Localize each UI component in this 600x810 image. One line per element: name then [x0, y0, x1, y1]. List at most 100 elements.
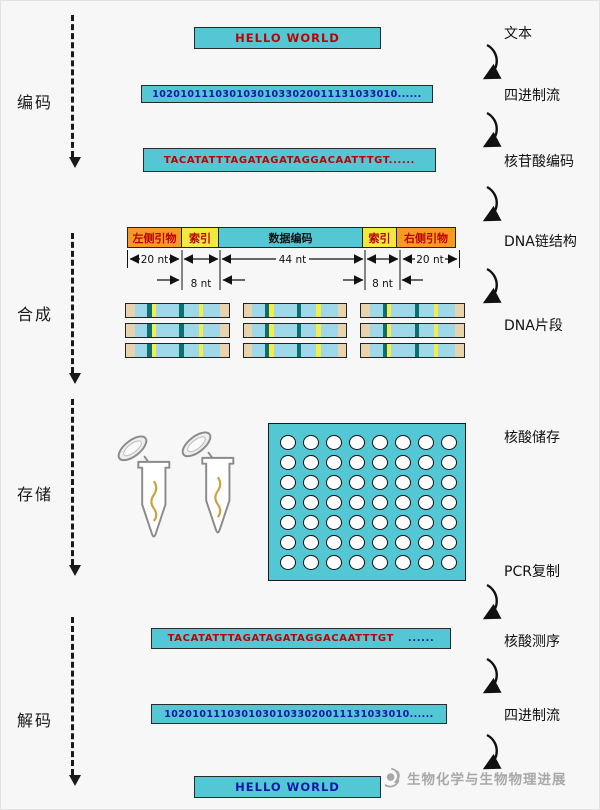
curved-arrow-icon	[483, 111, 502, 148]
plate-well	[349, 555, 365, 570]
plate-well	[326, 495, 342, 510]
plate-well	[395, 475, 411, 490]
dna-fragment-bar	[360, 323, 465, 338]
label-nucleic-storage: 核酸储存	[504, 430, 560, 446]
flow-arrow-decoding	[69, 617, 81, 786]
plate-well	[418, 475, 434, 490]
plate-well	[280, 495, 296, 510]
plate-well	[303, 515, 319, 530]
quaternary-stream-box-top: 10201011103010301033020011131033010.....…	[141, 85, 433, 103]
flow-arrow-synthesis	[69, 233, 81, 384]
plate-well	[372, 495, 388, 510]
well-plate	[268, 423, 466, 581]
plate-well	[418, 455, 434, 470]
plate-well	[372, 455, 388, 470]
strand-right-primer: 右侧引物	[396, 227, 456, 248]
curved-arrow-icon	[483, 267, 502, 304]
quaternary-stream-box-bottom: 10201011103010301033020011131033010.....…	[151, 704, 447, 724]
plate-well	[395, 515, 411, 530]
label-dna-structure: DNA链结构	[504, 234, 577, 250]
flow-arrow-encoding	[69, 15, 81, 168]
plate-well	[326, 535, 342, 550]
dna-strand-structure: 左侧引物 索引 数据编码 索引 右侧引物	[127, 227, 460, 248]
dna-fragment-bar	[242, 303, 348, 318]
dna-fragment-bar	[125, 343, 230, 358]
plate-well	[372, 475, 388, 490]
plate-well	[418, 555, 434, 570]
dna-fragments	[125, 303, 465, 358]
plate-well	[441, 475, 457, 490]
strand-data-payload: 数据编码	[218, 227, 363, 248]
len-left-primer: 20 nt	[141, 254, 168, 266]
stage-label-synthesis: 合成	[17, 305, 54, 324]
plate-well	[326, 555, 342, 570]
plate-well	[280, 455, 296, 470]
plate-well	[326, 455, 342, 470]
plate-well	[280, 475, 296, 490]
microtube-icon	[113, 430, 171, 538]
text-box-bottom: HELLO WORLD	[194, 776, 381, 798]
plate-well	[441, 555, 457, 570]
stage-label-encoding: 编码	[17, 93, 54, 112]
len-data: 44 nt	[279, 254, 306, 266]
sequencing-result-box: TACATATTTAGATAGATAGGACAATTTGT ......	[151, 628, 451, 649]
flow-arrow-storage	[69, 399, 81, 576]
strand-length-ruler: 20 nt 44 nt 20 nt 8 nt 8 nt	[127, 250, 460, 290]
sequencing-read-dots: ......	[407, 633, 435, 644]
dna-fragment-bar	[125, 323, 230, 338]
plate-well	[349, 475, 365, 490]
plate-well	[349, 455, 365, 470]
plate-well	[441, 495, 457, 510]
microtubes-icon	[113, 426, 235, 538]
label-quaternary-stream-2: 四进制流	[504, 708, 560, 724]
watermark-text: 生物化学与生物物理进展	[407, 772, 567, 788]
plate-well	[418, 495, 434, 510]
plate-well	[395, 455, 411, 470]
plate-well	[372, 435, 388, 450]
label-text-top: 文本	[504, 26, 532, 42]
curved-arrow-icon	[483, 657, 502, 694]
plate-well	[441, 455, 457, 470]
microtube-icon	[177, 426, 235, 534]
plate-well	[280, 535, 296, 550]
watermark-logo-icon	[384, 767, 400, 788]
strand-index-left: 索引	[181, 227, 219, 248]
plate-well	[303, 495, 319, 510]
plate-well	[372, 555, 388, 570]
watermark: 生物化学与生物物理进展	[381, 767, 567, 789]
curved-arrow-icon	[483, 583, 502, 620]
plate-well	[303, 555, 319, 570]
plate-well	[418, 515, 434, 530]
curved-arrow-icon	[483, 185, 502, 222]
text-box-top: HELLO WORLD	[194, 27, 381, 49]
plate-well	[349, 515, 365, 530]
plate-well	[372, 535, 388, 550]
len-index-left: 8 nt	[191, 278, 212, 290]
plate-well	[280, 435, 296, 450]
plate-well	[326, 475, 342, 490]
plate-well	[326, 435, 342, 450]
dna-fragment-bar	[242, 323, 348, 338]
dna-fragment-bar	[125, 303, 230, 318]
plate-well	[441, 435, 457, 450]
plate-well	[418, 535, 434, 550]
plate-well	[280, 515, 296, 530]
label-nucleotide-encoding: 核苷酸编码	[504, 154, 574, 170]
label-pcr-replication: PCR复制	[504, 564, 560, 580]
stage-label-storage: 存储	[17, 485, 54, 504]
len-index-right: 8 nt	[372, 278, 393, 290]
dna-fragment-bar	[242, 343, 348, 358]
nucleotide-sequence-box: TACATATTTAGATAGATAGGACAATTTGT......	[143, 148, 436, 172]
label-dna-fragments: DNA片段	[504, 318, 563, 334]
plate-well	[349, 435, 365, 450]
plate-well	[395, 435, 411, 450]
curved-arrow-icon	[483, 733, 502, 770]
plate-well	[395, 535, 411, 550]
plate-well	[441, 535, 457, 550]
plate-well	[326, 515, 342, 530]
strand-index-right: 索引	[362, 227, 397, 248]
plate-well	[349, 535, 365, 550]
curved-arrow-icon	[483, 43, 502, 80]
plate-well	[395, 495, 411, 510]
